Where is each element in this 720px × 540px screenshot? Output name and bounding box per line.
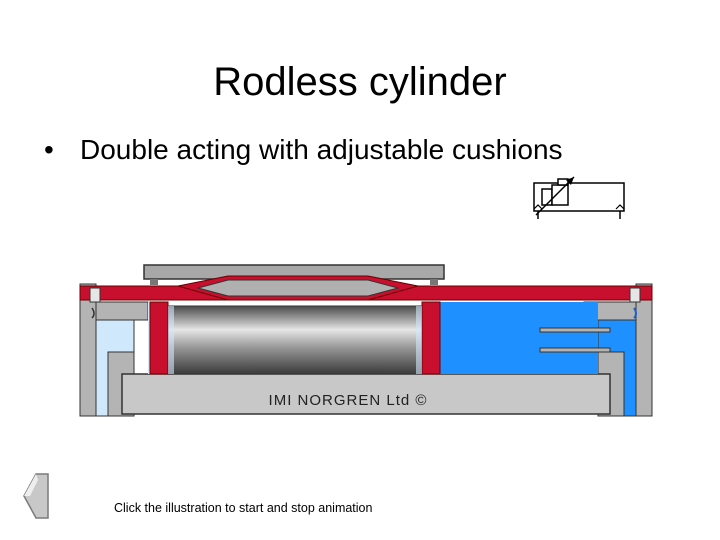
- bullet-marker: •: [44, 134, 54, 165]
- animation-caption: Click the illustration to start and stop…: [114, 501, 373, 515]
- brand-label: IMI NORGREN Ltd ©: [269, 392, 428, 409]
- back-button[interactable]: [22, 472, 52, 522]
- right-end-cap: [635, 283, 653, 417]
- left-piston-seal: [149, 301, 169, 375]
- slide-title: Rodless cylinder: [213, 60, 507, 104]
- bullet-point: • Double acting with adjustable cushions: [44, 132, 563, 168]
- left-end-cap: [79, 283, 97, 417]
- left-cushion-screw-icon[interactable]: [89, 287, 101, 303]
- barrel-base: [121, 373, 611, 415]
- piston: [149, 305, 441, 375]
- right-chamber: [440, 302, 598, 374]
- right-piston-seal: [421, 301, 441, 375]
- bullet-text: Double acting with adjustable cushions: [80, 134, 563, 165]
- right-cushion-screw-icon[interactable]: [629, 287, 641, 303]
- cylinder-illustration[interactable]: IMI NORGREN Ltd ©: [78, 262, 654, 418]
- rodless-cylinder-symbol-icon: [533, 176, 625, 219]
